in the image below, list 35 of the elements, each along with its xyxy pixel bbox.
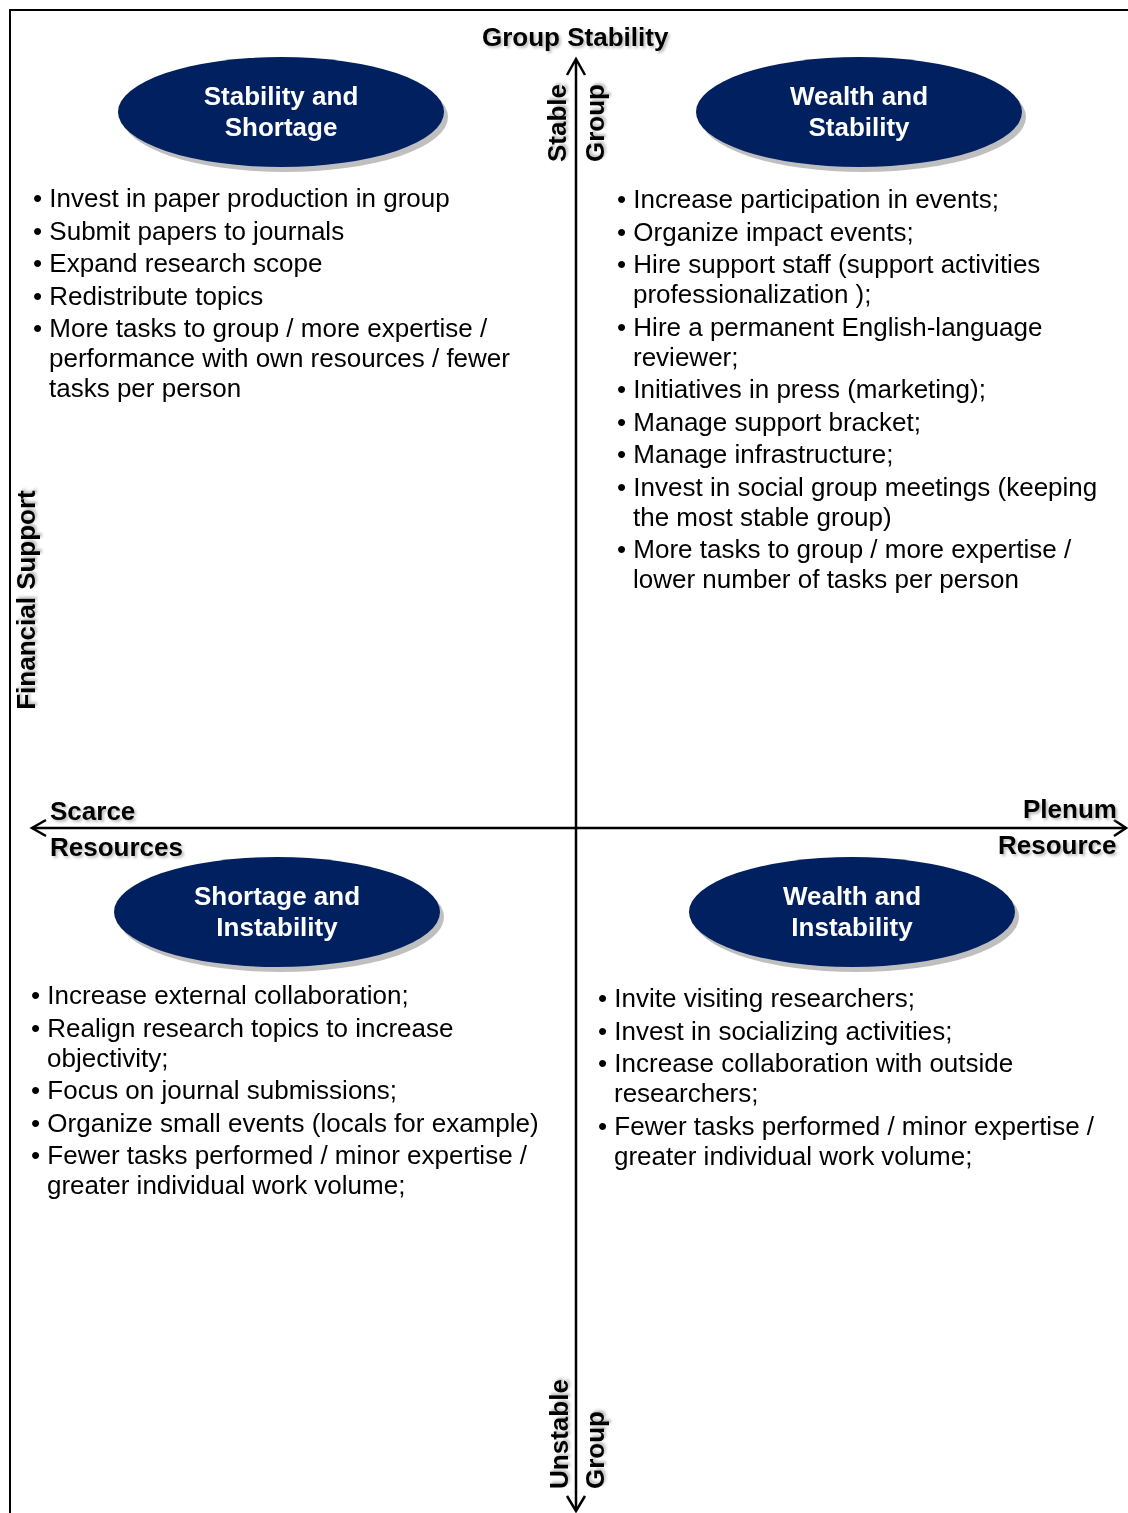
quadrant-ellipse: Wealth and Stability [694, 55, 1024, 169]
axis-end-label: Stable [542, 84, 572, 162]
quadrant-ellipse: Stability and Shortage [116, 55, 446, 169]
bullet-item: • Realign research topics to increase objectivity; [31, 1012, 455, 1073]
bullet-item: • Increase participation in events; [617, 184, 1000, 214]
bullet-item: • Fewer tasks performed / minor expertise / greater individual work volume; [598, 1110, 1096, 1171]
bullet-item: • Hire support staff (support activities professionalization ); [617, 249, 1042, 309]
bullet-item: • Invest in socializing activities; [598, 1015, 954, 1046]
bullet-item: • Organize small events (locals for example) [31, 1107, 540, 1138]
quadrant-ellipse: Wealth and Instability [687, 855, 1017, 969]
axis-title: Group Stability [482, 22, 669, 52]
bullet-item: • Initiatives in press (marketing); [617, 374, 987, 404]
bullet-item: • Increase collaboration with outside researchers; [598, 1048, 1015, 1108]
axis-end-label: Plenum [1023, 794, 1117, 824]
bullet-item: • Invite visiting researchers; [598, 983, 916, 1013]
bullet-item: • More tasks to group / more expertise / lower number of tasks per person [617, 534, 1073, 594]
bullet-item: • Fewer tasks performed / minor expertise / greater individual work volume; [31, 1140, 529, 1200]
bullet-item: • Focus on journal submissions; [31, 1075, 399, 1105]
axis-end-label: Unstable [543, 1379, 574, 1489]
bullet-item: • Manage support bracket; [617, 406, 922, 437]
bullet-item: • Organize impact events; [617, 216, 915, 247]
bullet-item: • Manage infrastructure; [617, 439, 895, 469]
bullet-item: • Invest in paper production in group [33, 183, 451, 213]
bullet-item: • More tasks to group / more expertise / performance with own resources / fewer tasks per person [33, 313, 511, 403]
bullet-item: • Expand research scope [33, 248, 324, 278]
axis-title: Financial Support [10, 490, 41, 710]
bullet-item: • Hire a permanent English-language reviewer; [617, 311, 1044, 372]
bullet-item: • Increase external collaboration; [31, 980, 410, 1010]
bullet-item: • Invest in social group meetings (keeping the most stable group) [617, 471, 1099, 532]
axis-end-label: Group [580, 84, 610, 162]
axis-end-label: Group [580, 1411, 610, 1489]
bullet-item: • Submit papers to journals [33, 215, 346, 246]
bullet-item: • Redistribute topics [33, 280, 265, 311]
quadrant-ellipse: Shortage and Instability [112, 855, 442, 969]
axis-end-label: Scarce [50, 796, 136, 826]
